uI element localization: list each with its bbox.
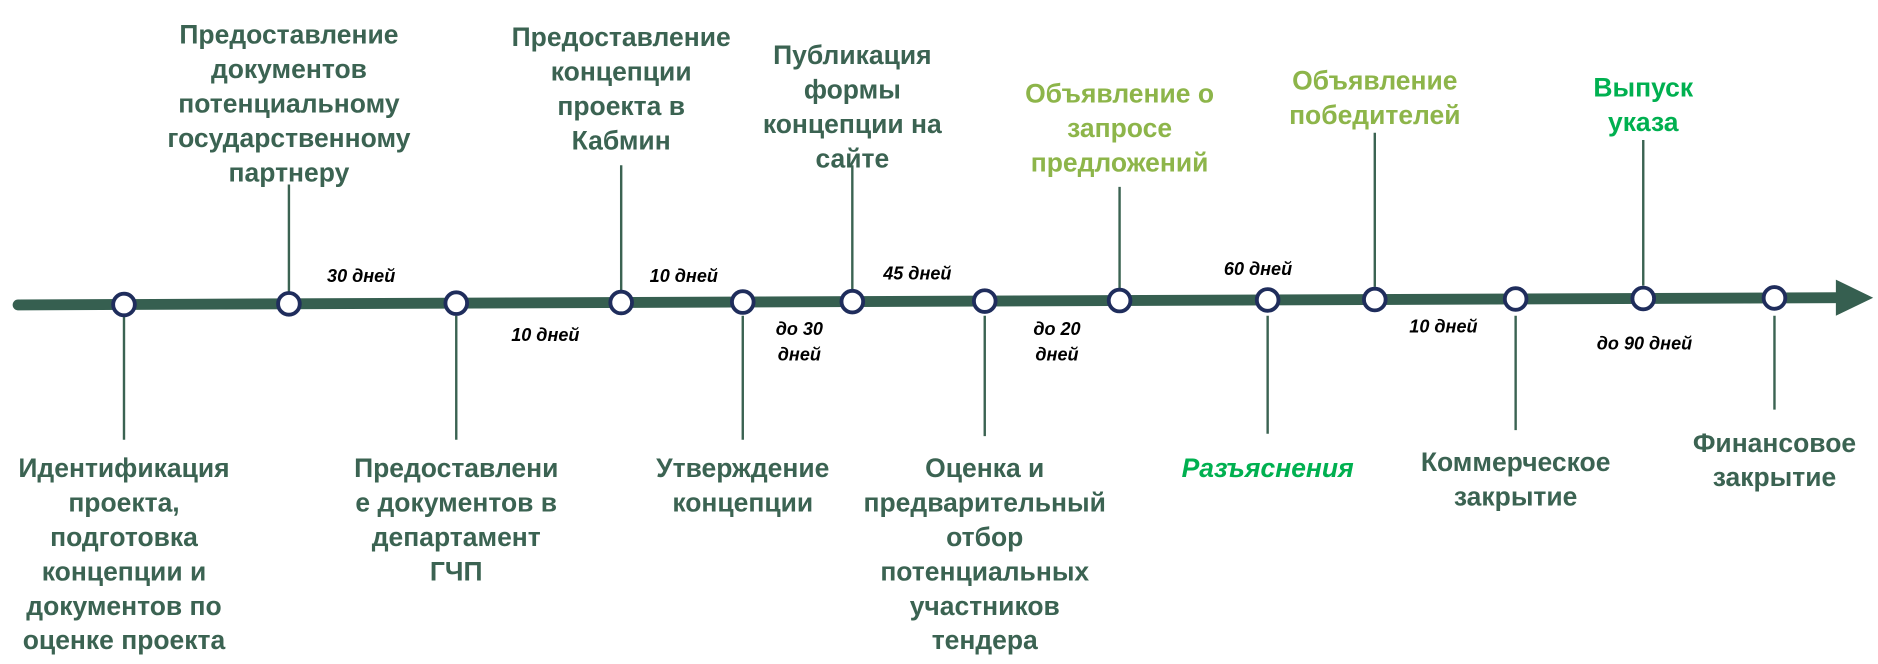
- milestone-label-line: Публикация: [773, 40, 931, 70]
- duration-label-line: 10 дней: [650, 266, 718, 286]
- duration-label: 60 дней: [1224, 259, 1292, 279]
- milestone-node: [443, 290, 470, 316]
- milestone-label: Объявление о запросе предложений: [1025, 79, 1214, 178]
- duration-label: 10 дней: [650, 266, 718, 286]
- milestone-label: Публикация формы концепции на сайте: [763, 40, 942, 173]
- milestone-label-line: отбор: [946, 522, 1023, 552]
- duration-label-line: 30 дней: [327, 266, 395, 286]
- arrowhead-icon: [1835, 279, 1874, 316]
- duration-label-line: дней: [1035, 344, 1078, 364]
- milestone-label-line: Предоставление: [179, 20, 398, 50]
- connectors: [122, 132, 1776, 440]
- milestone-label-line: ГЧП: [430, 556, 483, 586]
- milestone-label-line: потенциальному: [178, 89, 400, 119]
- milestone-node: [1761, 285, 1788, 311]
- duration-label-line: до 30: [776, 319, 823, 339]
- milestone-label: Идентификация проекта, подготовка концепции…: [18, 453, 229, 655]
- milestone-label-line: предложений: [1031, 148, 1209, 178]
- milestone-label: Оценка и предварительный отбор потенциальны…: [864, 453, 1106, 655]
- duration-label: 30 дней: [327, 266, 395, 286]
- milestone-label: Разъяснения: [1182, 453, 1354, 483]
- duration-label: до 20 дней: [1033, 319, 1080, 364]
- duration-label-line: до 90 дней: [1597, 333, 1692, 353]
- milestone-label-line: Предоставление: [512, 22, 731, 52]
- duration-label: 10 дней: [511, 325, 579, 345]
- milestone-label-line: департамент: [372, 522, 541, 552]
- milestone-label: Финансовое закрытие: [1693, 428, 1856, 492]
- milestone-label-line: Выпуск: [1593, 73, 1693, 103]
- milestone-label-line: Объявление о: [1025, 79, 1214, 109]
- milestone-node: [1254, 287, 1281, 313]
- milestone-label-line: концепции и: [42, 556, 206, 586]
- milestone-node: [1362, 286, 1388, 313]
- milestone-label-line: указа: [1608, 107, 1679, 137]
- milestone-label-line: Коммерческое: [1421, 447, 1611, 477]
- duration-label-line: дней: [778, 344, 821, 364]
- milestone-node: [608, 289, 634, 316]
- milestone-label-line: документов по: [26, 591, 221, 621]
- milestone-label: Коммерческое закрытие: [1421, 447, 1611, 511]
- milestone-label: Предоставление документов потенциальному го…: [167, 20, 410, 188]
- milestone-label-line: е документов в: [355, 487, 557, 517]
- milestone-nodes: [111, 285, 1788, 318]
- milestone-label-line: партнеру: [229, 157, 350, 187]
- duration-label-line: 60 дней: [1224, 259, 1292, 279]
- milestone-label-line: предварительный: [864, 487, 1106, 517]
- duration-label: до 30 дней: [776, 319, 823, 364]
- milestone-label-line: Утверждение: [656, 453, 829, 483]
- milestone-label: Утверждение концепции: [656, 453, 829, 517]
- milestone-label-line: закрытие: [1713, 462, 1837, 492]
- duration-label-line: 10 дней: [1409, 317, 1477, 337]
- milestone-label-line: проекта,: [68, 487, 179, 517]
- milestone-label: Объявление победителей: [1289, 65, 1460, 129]
- milestone-label-line: победителей: [1289, 100, 1460, 130]
- milestone-label-line: Объявление: [1292, 65, 1457, 95]
- milestone-labels: Идентификация проекта, подготовка концепции…: [18, 20, 1856, 656]
- duration-label-line: 10 дней: [511, 325, 579, 345]
- milestone-label-line: документов: [211, 54, 367, 84]
- milestone-label-line: концепции: [672, 487, 813, 517]
- milestone-label: Предоставление концепции проекта в Кабмин: [512, 22, 731, 155]
- milestone-node: [111, 291, 137, 318]
- milestone-node: [839, 288, 866, 315]
- duration-label: 10 дней: [1409, 317, 1477, 337]
- milestone-node: [1630, 285, 1657, 312]
- milestone-label: Выпуск указа: [1593, 73, 1693, 137]
- duration-label: до 90 дней: [1597, 333, 1692, 353]
- duration-label-line: до 20: [1033, 319, 1080, 339]
- milestone-label-line: тендера: [932, 625, 1038, 655]
- milestone-node: [1502, 286, 1529, 312]
- milestone-node: [1106, 287, 1133, 314]
- duration-labels: 30 дней 10 дней 10 дней до 30 дней 45 дней до …: [327, 259, 1692, 364]
- milestone-label-line: сайте: [815, 143, 889, 173]
- milestone-label-line: подготовка: [50, 522, 198, 552]
- milestone-label-line: потенциальных: [880, 556, 1089, 586]
- duration-label: 45 дней: [882, 264, 951, 284]
- milestone-label-line: участников: [910, 591, 1060, 621]
- milestone-label-line: концепции на: [763, 109, 942, 139]
- milestone-label-line: государственному: [167, 123, 410, 153]
- milestone-label-line: Кабмин: [572, 125, 671, 155]
- milestone-label-line: запросе: [1067, 113, 1172, 143]
- milestone-label-line: проекта в: [557, 91, 685, 121]
- milestone-label-line: Разъяснения: [1182, 453, 1354, 483]
- milestone-label-line: Идентификация: [18, 453, 229, 483]
- milestone-label-line: Предоставлени: [354, 453, 558, 483]
- timeline-axis: [12, 292, 1845, 311]
- milestone-label-line: Оценка и: [925, 453, 1044, 483]
- duration-label-line: 45 дней: [882, 264, 951, 284]
- milestone-label-line: закрытие: [1454, 481, 1578, 511]
- milestone-label-line: концепции: [551, 57, 692, 87]
- milestone-node: [730, 289, 756, 315]
- milestone-label-line: Финансовое: [1693, 428, 1856, 458]
- milestone-label-line: оценке проекта: [23, 625, 226, 655]
- milestone-label-line: формы: [804, 75, 901, 105]
- milestone-node: [971, 288, 998, 314]
- milestone-node: [276, 291, 302, 317]
